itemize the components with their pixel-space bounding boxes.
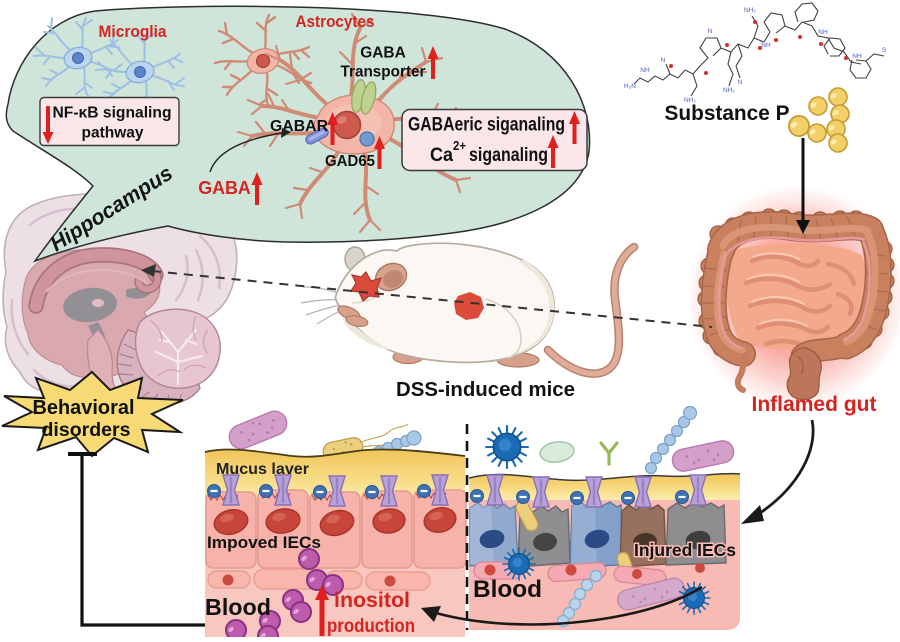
svg-text:pathway: pathway (82, 125, 144, 142)
svg-text:Astrocytes: Astrocytes (296, 12, 375, 31)
svg-text:N: N (738, 79, 743, 86)
svg-text:NH₂: NH₂ (684, 97, 696, 104)
svg-text:inositol: inositol (334, 589, 410, 612)
svg-text:GABA: GABA (360, 45, 406, 62)
svg-text:H₂N: H₂N (624, 83, 636, 90)
svg-text:Behavioral: Behavioral (33, 397, 135, 419)
svg-text:Injured IECs: Injured IECs (634, 540, 736, 560)
svg-text:Substance P: Substance P (665, 102, 790, 125)
svg-text:Blood: Blood (473, 576, 542, 603)
svg-text:siganaling: siganaling (469, 145, 548, 166)
svg-text:2+: 2+ (453, 138, 466, 153)
svg-text:GAD65: GAD65 (325, 153, 375, 170)
svg-text:Mucus laver: Mucus laver (216, 461, 309, 478)
svg-text:Transporter: Transporter (341, 64, 426, 81)
svg-text:N: N (708, 28, 713, 35)
svg-text:NH: NH (818, 29, 828, 36)
svg-text:disorders: disorders (42, 419, 131, 441)
svg-text:GABA: GABA (198, 178, 251, 198)
svg-text:NH: NH (761, 42, 771, 49)
svg-text:Impoved IECs: Impoved IECs (207, 533, 321, 552)
svg-text:Blood: Blood (205, 594, 271, 620)
svg-text:Inflamed gut: Inflamed gut (752, 393, 877, 416)
svg-text:NH₂: NH₂ (744, 7, 756, 14)
svg-text:N: N (661, 57, 666, 64)
svg-text:NH: NH (852, 53, 862, 60)
svg-text:NH₂: NH₂ (723, 87, 735, 94)
svg-text:production: production (327, 615, 415, 637)
svg-text:GABAR: GABAR (270, 118, 328, 135)
svg-text:S: S (882, 47, 887, 54)
svg-text:NH: NH (640, 67, 650, 74)
svg-text:GABAeric siganaling: GABAeric siganaling (408, 115, 565, 136)
svg-text:Ca: Ca (430, 145, 453, 166)
svg-text:Microglia: Microglia (99, 22, 167, 41)
svg-text:DSS-induced mice: DSS-induced mice (396, 378, 575, 401)
svg-text:NF-κB signaling: NF-κB signaling (53, 105, 172, 122)
